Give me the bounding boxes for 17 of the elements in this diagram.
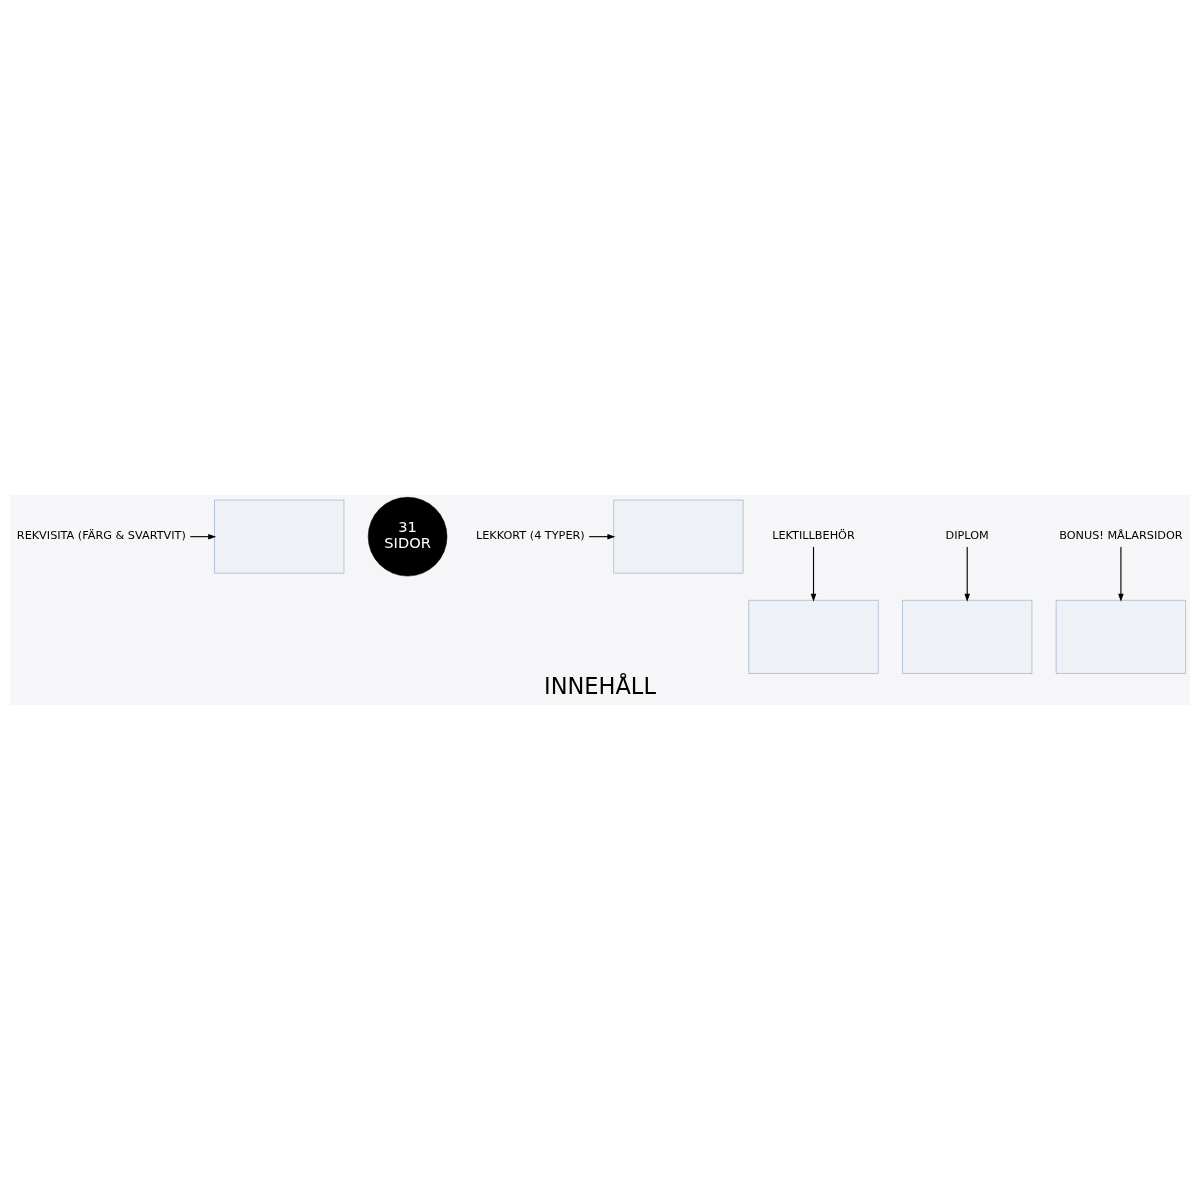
arrow [588,533,616,540]
node-box [748,600,879,674]
arrow [189,533,217,540]
arrow [810,546,817,602]
arrow [1118,546,1124,602]
node-box [214,499,345,574]
node-text: BONUS! MÅLARSIDOR [1059,529,1183,543]
node-box [613,499,744,574]
node-box [902,600,1033,674]
diagram-title: INNEHÅLL [544,672,656,699]
node-box [1055,600,1186,674]
node-text: DIPLOM [945,529,989,543]
arrow [964,546,970,602]
node-text: REKVISITA (FÄRG & SVARTVIT) [16,529,186,543]
node-circle: 31 SIDOR [367,496,448,577]
node-text: LEKTILLBEHÖR [772,529,855,543]
node-text: LEKKORT (4 TYPER) [475,529,585,543]
